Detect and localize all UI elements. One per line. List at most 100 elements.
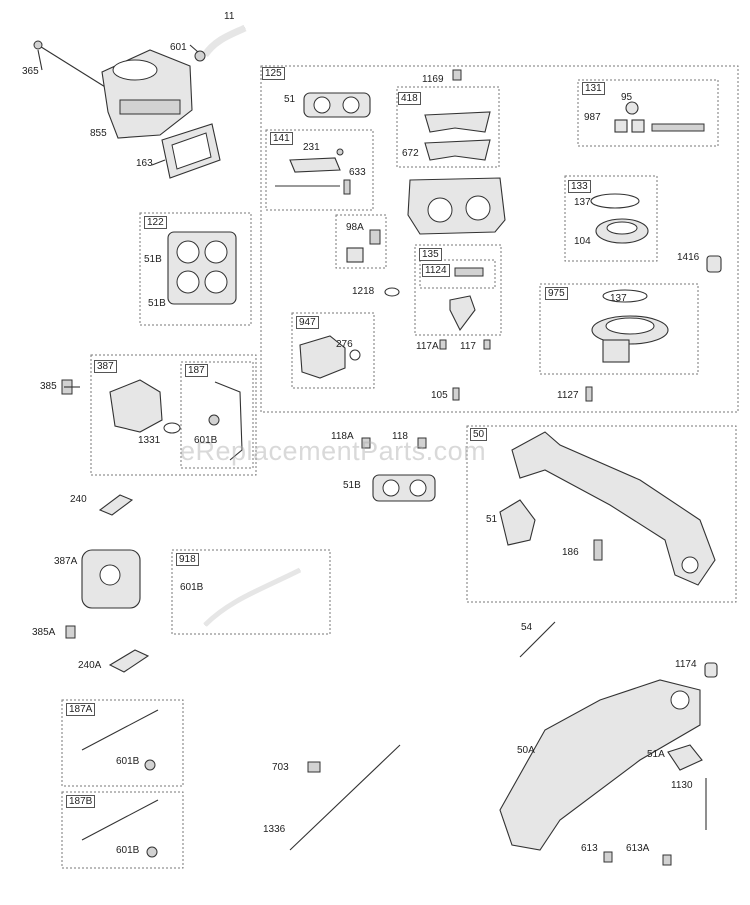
fuel-filter-240a: [108, 649, 150, 673]
label-240: 240: [70, 494, 87, 505]
label-385a: 385A: [32, 627, 56, 638]
group-box-125: [260, 65, 739, 413]
label-1336: 1336: [263, 824, 286, 835]
group-label-122: 122: [144, 216, 167, 229]
part-1174: [704, 662, 718, 678]
group-box-131: [577, 79, 719, 147]
group-box-187b: [61, 791, 184, 869]
fuel-pump-387: [109, 379, 163, 433]
throttle-bore-1: [427, 197, 453, 223]
leader-365: [37, 49, 43, 71]
fitting-385a: [65, 625, 76, 639]
hose-187a: [81, 709, 159, 751]
label-11: 11: [224, 11, 235, 22]
label-613: 613: [581, 843, 598, 854]
gasket-51b-hole-2: [409, 479, 427, 497]
label-54: 54: [521, 622, 533, 633]
oring-137a: [590, 193, 640, 209]
washer-276: [349, 349, 361, 361]
group-box-187: [180, 361, 254, 469]
label-387a: 387A: [54, 556, 78, 567]
group-label-387: 387: [94, 360, 117, 373]
gasket-51b-hole-1: [382, 479, 400, 497]
oring-137b: [602, 289, 648, 303]
label-51b-2: 51B: [148, 298, 166, 309]
label-365: 365: [22, 66, 39, 77]
label-95: 95: [621, 92, 633, 103]
label-1218: 1218: [352, 286, 375, 297]
label-1416: 1416: [677, 252, 700, 263]
group-label-187b: 187B: [66, 795, 96, 808]
leader-601: [189, 44, 199, 53]
part-1218: [384, 287, 400, 297]
clamp-601b-1: [208, 414, 220, 426]
label-672: 672: [402, 148, 419, 159]
float-135: [449, 295, 476, 332]
label-51-manifold: 51: [486, 514, 498, 525]
label-601b-1: 601B: [194, 435, 218, 446]
hole-122-4: [204, 270, 228, 294]
label-601b-3: 601B: [116, 756, 140, 767]
manifold-50-port: [681, 556, 699, 574]
label-1331: 1331: [138, 435, 161, 446]
group-box-1124: [419, 259, 496, 289]
label-385: 385: [40, 381, 57, 392]
part-1331: [163, 422, 181, 434]
group-label-975: 975: [545, 287, 568, 300]
group-box-918: [171, 549, 331, 635]
gasket-51-hole-1: [313, 96, 331, 114]
group-box-133: [564, 175, 658, 262]
label-987: 987: [584, 112, 601, 123]
label-137: 137: [574, 197, 591, 208]
gasket-51-hole-2: [342, 96, 360, 114]
label-601b-4: 601B: [116, 845, 140, 856]
group-label-141: 141: [270, 132, 293, 145]
elbow-855-port: [112, 59, 158, 81]
screw-613: [603, 851, 613, 863]
label-118a: 118A: [331, 431, 354, 442]
hose-187b: [81, 799, 159, 841]
throttle-bore-2: [465, 195, 491, 221]
group-label-1124: 1124: [422, 264, 450, 277]
gasket-51-manifold: [499, 499, 536, 546]
screw-613a: [662, 854, 672, 866]
gasket-418-a: [424, 111, 491, 133]
group-label-947: 947: [296, 316, 319, 329]
group-label-918: 918: [176, 553, 199, 566]
group-label-133: 133: [568, 180, 591, 193]
fuel-pump-387a-port: [99, 564, 121, 586]
group-label-418: 418: [398, 92, 421, 105]
part-98a: [369, 229, 381, 245]
elbow-855-flange: [119, 99, 181, 115]
rod-1336: [289, 744, 401, 851]
gasket-stack-122: [167, 231, 237, 305]
part-117: [483, 339, 491, 350]
group-label-187: 187: [185, 364, 208, 377]
label-601: 601: [170, 42, 187, 53]
label-240a: 240A: [78, 660, 102, 671]
label-613a: 613A: [626, 843, 650, 854]
hole-122-2: [204, 240, 228, 264]
manifold-50a-port: [670, 690, 690, 710]
group-label-131: 131: [582, 82, 605, 95]
part-1416: [706, 255, 722, 273]
group-label-125: 125: [262, 67, 285, 80]
label-137-b: 137: [610, 293, 627, 304]
group-box-947: [291, 312, 375, 389]
label-1127: 1127: [557, 390, 579, 401]
fuel-filter-240: [98, 494, 134, 516]
gasket-51a: [667, 744, 703, 771]
label-118: 118: [392, 431, 408, 442]
adapter-975-bore: [605, 317, 655, 335]
label-104: 104: [574, 236, 591, 247]
group-box-387: [90, 354, 257, 476]
part-95: [625, 101, 639, 115]
label-51b-3: 51B: [343, 480, 361, 491]
group-label-187a: 187A: [66, 703, 96, 716]
group-box-98a: [335, 214, 387, 269]
hole-122-3: [176, 270, 200, 294]
label-633: 633: [349, 167, 366, 178]
solenoid-947: [299, 335, 346, 379]
leader-163: [151, 159, 166, 166]
